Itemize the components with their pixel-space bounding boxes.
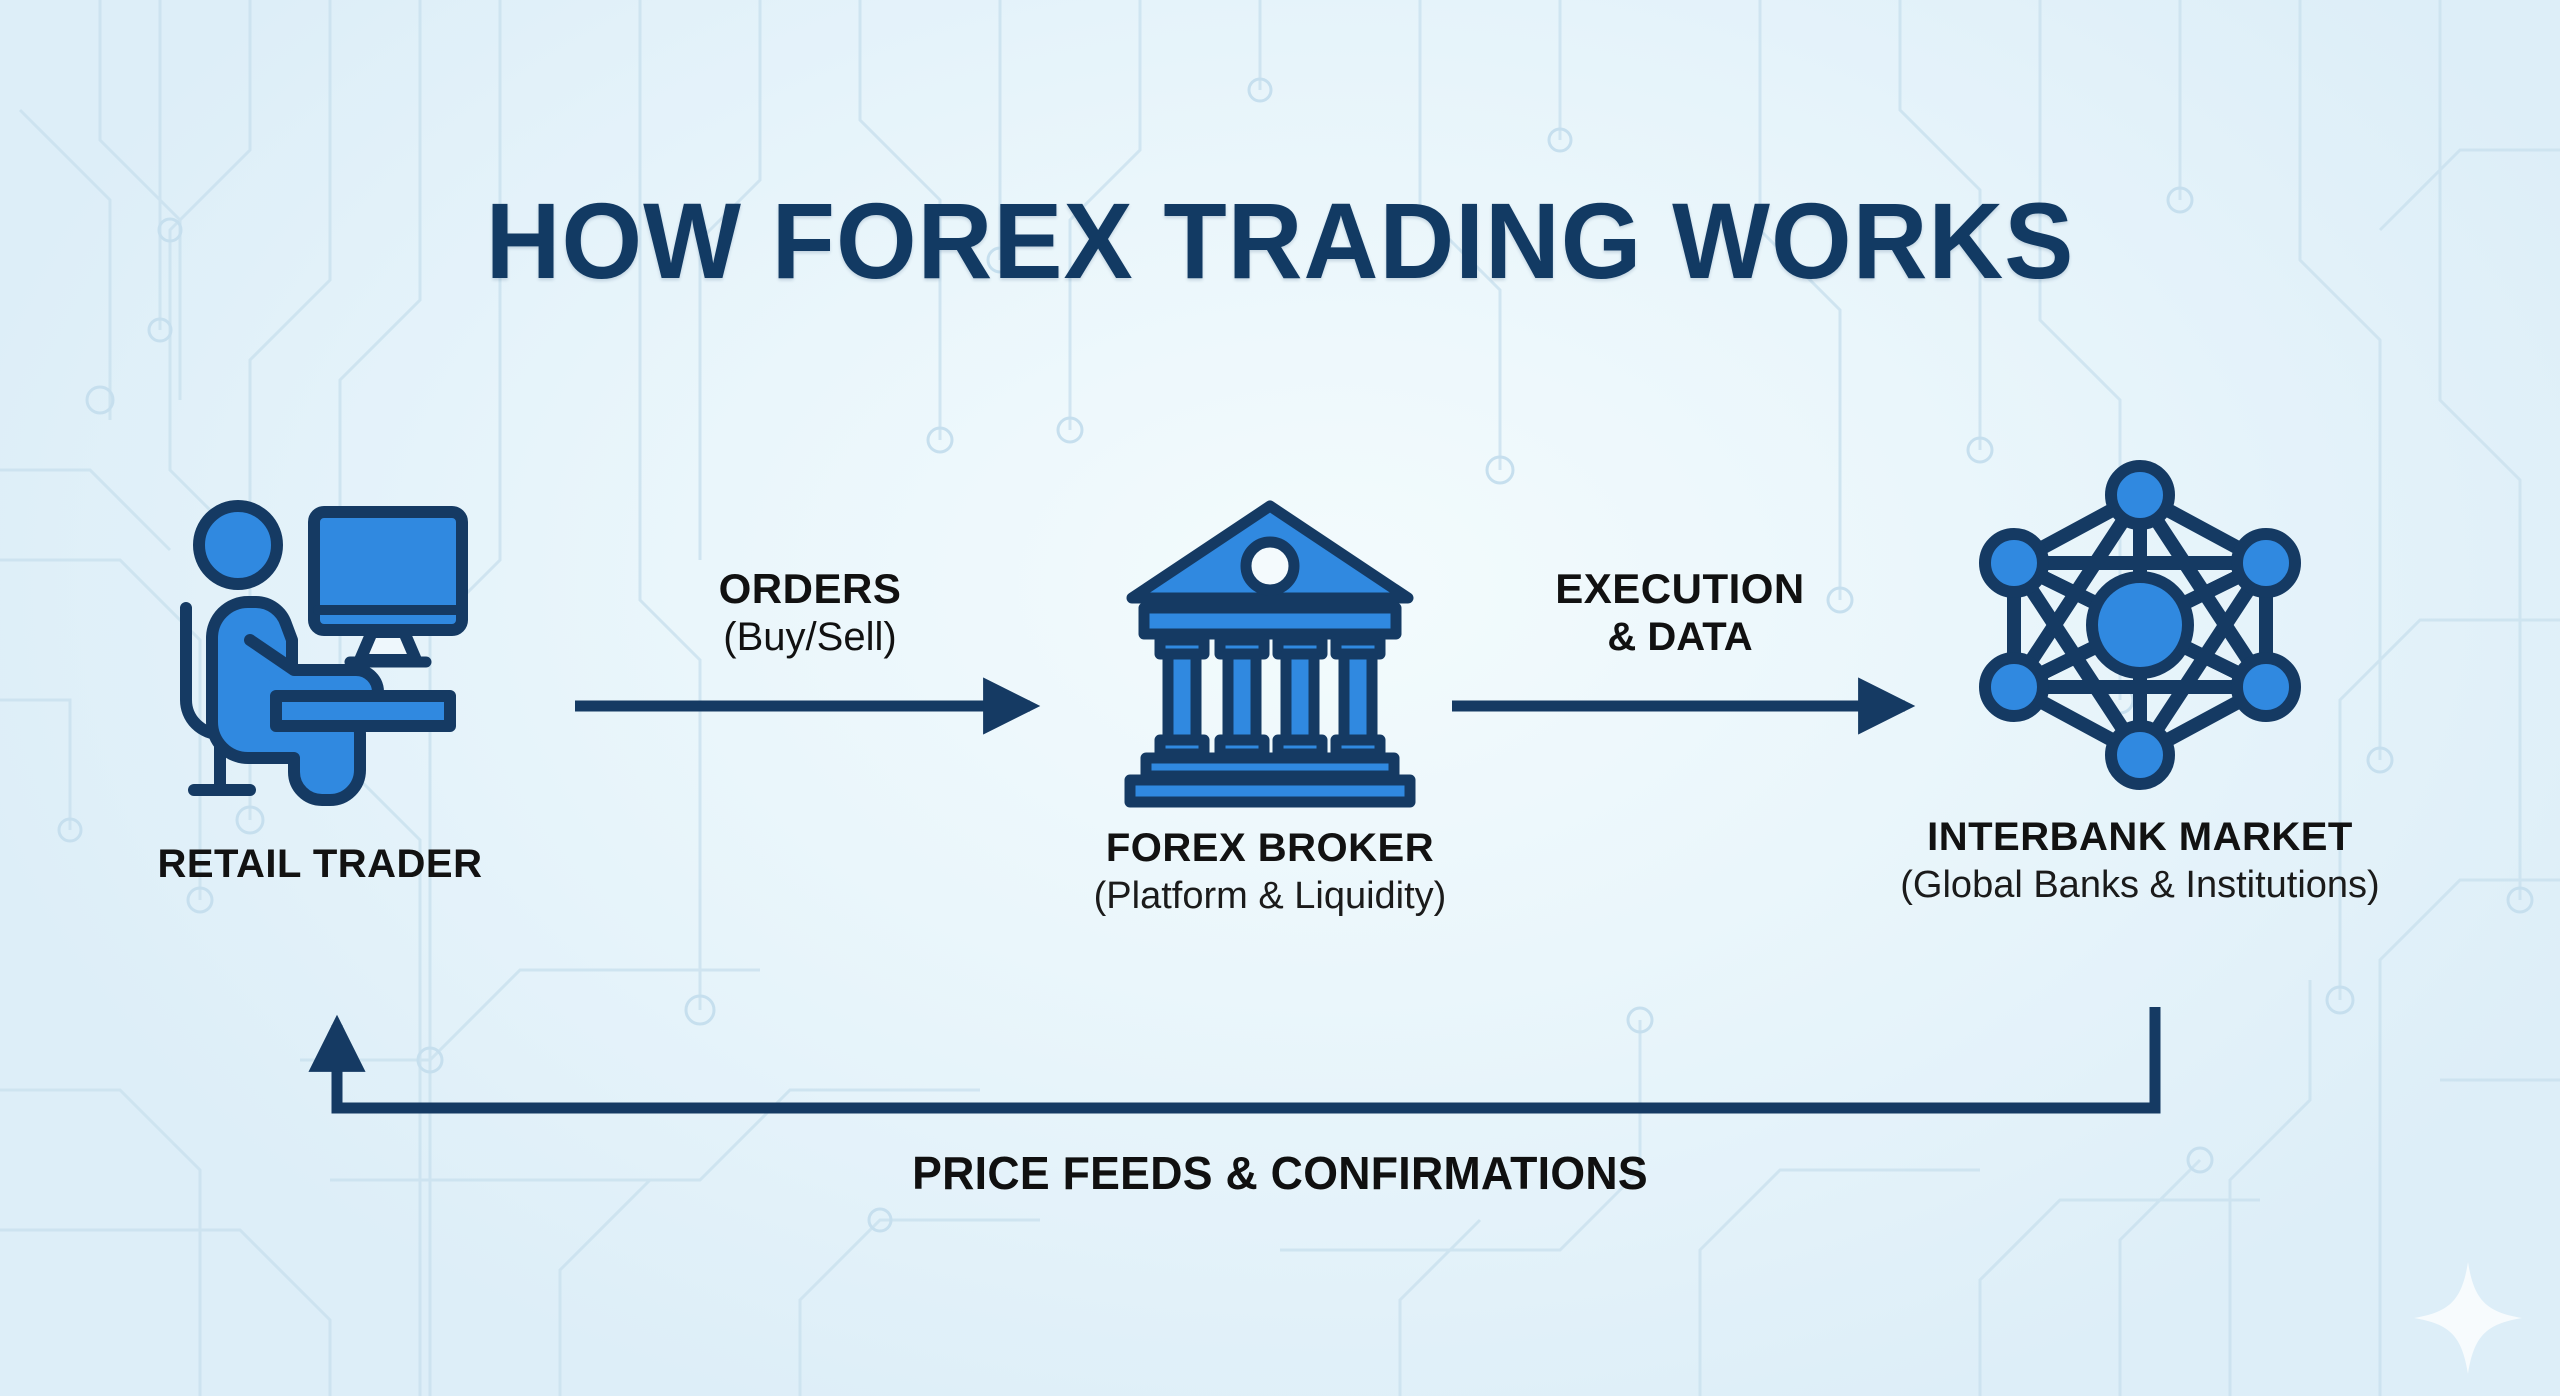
bank-building-icon bbox=[1124, 500, 1416, 808]
node-interbank-market: INTERBANK MARKET (Global Banks & Institu… bbox=[1760, 455, 2520, 907]
flow-execution-line1: EXECUTION bbox=[1555, 565, 1805, 612]
sparkle-watermark bbox=[2414, 1262, 2522, 1374]
node-forex-broker: FOREX BROKER (Platform & Liquidity) bbox=[1000, 490, 1540, 918]
page-title: HOW FOREX TRADING WORKS bbox=[485, 180, 2075, 301]
flow-orders-line2: (Buy/Sell) bbox=[723, 615, 897, 659]
person-at-computer-icon bbox=[180, 500, 468, 806]
node-interbank-market-sub: (Global Banks & Institutions) bbox=[1900, 864, 2380, 906]
flow-label-execution: EXECUTION & DATA bbox=[1455, 565, 1905, 660]
node-retail-trader: RETAIL TRADER bbox=[60, 490, 580, 887]
flow-execution-line2: & DATA bbox=[1607, 615, 1753, 659]
node-forex-broker-sub: (Platform & Liquidity) bbox=[1093, 875, 1447, 917]
node-forex-broker-label: FOREX BROKER bbox=[1105, 826, 1435, 870]
flow-orders-line1: ORDERS bbox=[718, 565, 902, 612]
node-retail-trader-label: RETAIL TRADER bbox=[157, 842, 483, 886]
node-interbank-market-label: INTERBANK MARKET bbox=[1927, 815, 2353, 859]
flow-label-orders: ORDERS (Buy/Sell) bbox=[600, 565, 1020, 660]
feedback-label: PRICE FEEDS & CONFIRMATIONS bbox=[912, 1147, 1648, 1199]
network-nodes-icon bbox=[1979, 460, 2301, 790]
